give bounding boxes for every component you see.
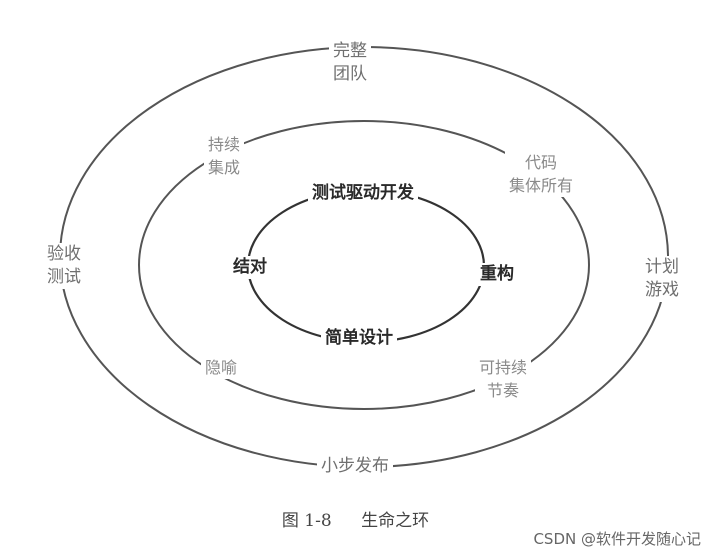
outer-label-whole-team: 完整 团队: [329, 40, 371, 86]
outer-ring: [59, 46, 669, 468]
middle-ring: [138, 120, 590, 410]
inner-label-pairing: 结对: [229, 256, 271, 279]
outer-label-small-releases: 小步发布: [317, 455, 393, 478]
inner-label-refactoring: 重构: [476, 263, 518, 286]
outer-label-acceptance-tests: 验收 测试: [43, 243, 85, 289]
middle-label-sustainable-pace: 可持续 节奏: [474, 356, 532, 402]
middle-label-continuous-integration: 持续 集成: [203, 133, 245, 179]
middle-label-collective-ownership: 代码 集体所有: [504, 151, 578, 197]
outer-label-planning-game: 计划 游戏: [641, 256, 683, 302]
figure-title: 生命之环: [361, 511, 430, 531]
figure-caption: 图 1-8 生命之环: [0, 506, 711, 531]
watermark: CSDN @软件开发随心记: [533, 530, 701, 548]
middle-label-metaphor: 隐喻: [200, 356, 242, 379]
inner-label-tdd: 测试驱动开发: [308, 182, 418, 205]
figure-number: 图 1-8: [281, 511, 332, 531]
inner-label-simple-design: 简单设计: [321, 327, 397, 350]
inner-ring: [246, 188, 486, 344]
